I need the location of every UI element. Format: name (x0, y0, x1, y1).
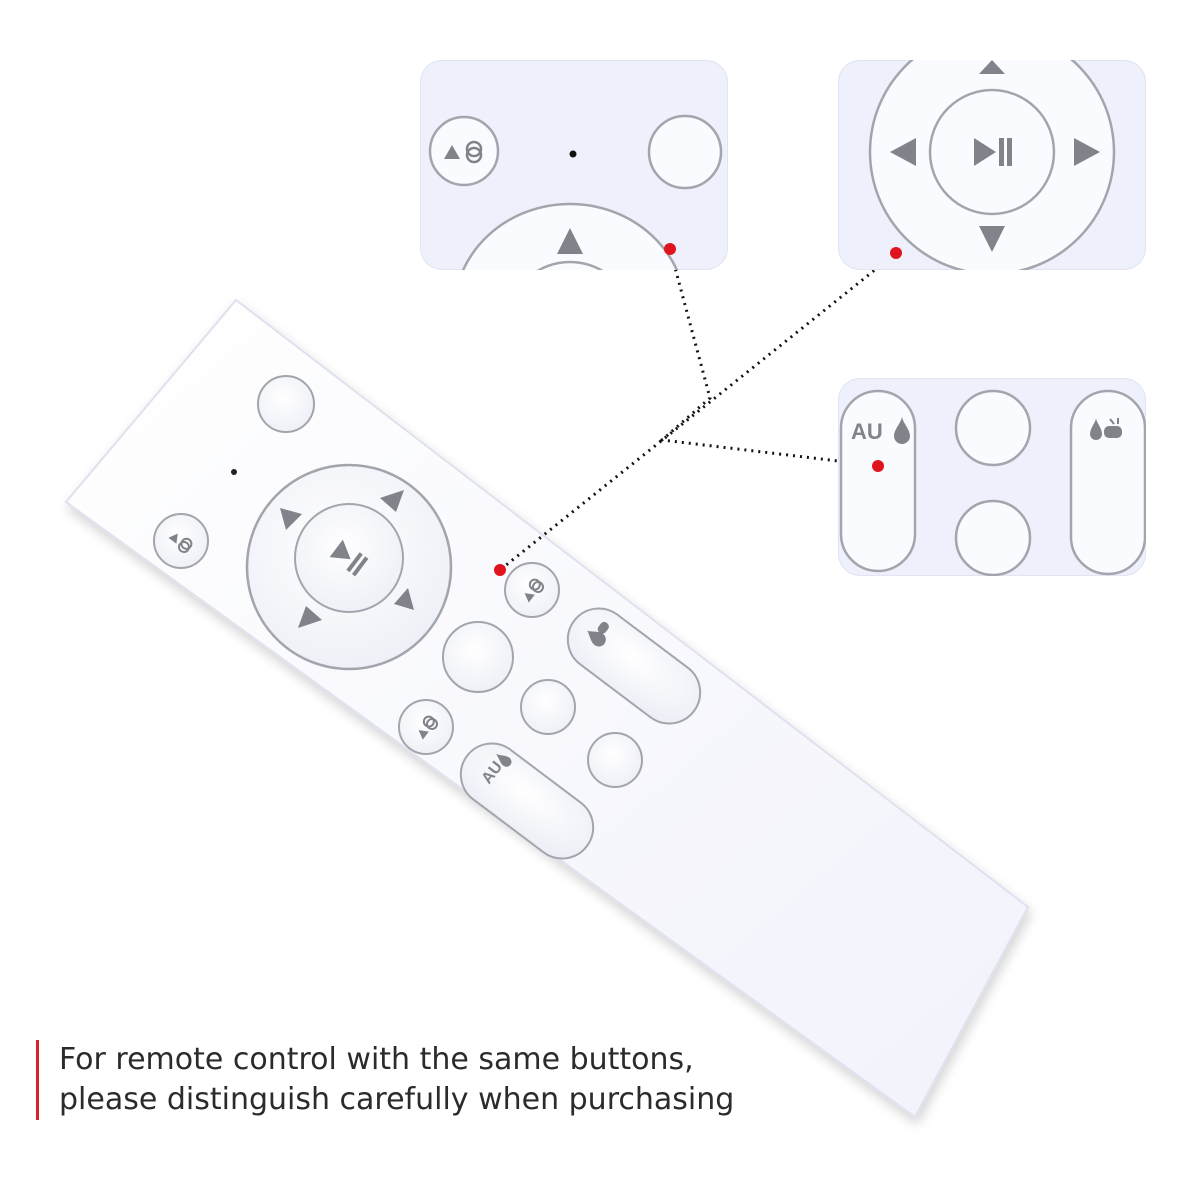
zoom-round-button-upper[interactable] (954, 389, 1032, 467)
zoom-dpad-partial[interactable] (454, 202, 686, 270)
zoom-mist-touch-button[interactable] (1069, 389, 1146, 576)
red-marker-panel-3 (872, 460, 884, 472)
arrow-down-left-icon (298, 606, 322, 628)
arrow-up-left-icon (280, 508, 302, 530)
zoom-light-toggle-button[interactable] (428, 115, 500, 187)
light-toggle-icon (444, 140, 483, 164)
play-pause-icon (974, 138, 1012, 166)
zoom-auto-mist-button[interactable]: AU (839, 389, 917, 573)
remote-light-toggle-button[interactable] (153, 513, 209, 569)
remote-round-button-a[interactable] (442, 621, 514, 693)
remote-round-button-b[interactable] (520, 679, 576, 735)
remote-auto-mist-button[interactable]: AU (448, 731, 605, 871)
red-marker-panel-2 (890, 247, 902, 259)
zoom-round-button[interactable] (647, 114, 723, 190)
remote-light-toggle-button-3[interactable] (398, 699, 454, 755)
zoom-dpad[interactable] (868, 60, 1116, 270)
arrow-left-icon (890, 138, 916, 166)
red-marker-panel-1 (664, 243, 676, 255)
arrow-up-right-icon (380, 490, 404, 512)
remote-round-button-top[interactable] (257, 375, 315, 433)
arrow-up-icon (557, 228, 583, 254)
mist-touch-icon (1090, 418, 1122, 440)
arrow-down-right-icon (394, 588, 414, 610)
svg-text:AU: AU (851, 419, 883, 444)
remote-dpad[interactable] (245, 463, 453, 671)
leader-lines (499, 248, 897, 572)
zoom-panel-dpad (838, 60, 1146, 270)
caption-line-2: please distinguish carefully when purcha… (59, 1082, 735, 1117)
arrow-down-icon (979, 226, 1005, 252)
remote-mist-touch-button[interactable] (555, 596, 712, 736)
arrow-right-icon (1074, 138, 1100, 166)
zoom-round-button-lower[interactable] (954, 499, 1032, 576)
zoom-indicator-led (569, 150, 577, 158)
caption-line-1: For remote control with the same buttons… (59, 1042, 694, 1077)
red-marker-remote (494, 564, 506, 576)
zoom-panel-mist-buttons: AU (838, 378, 1146, 576)
play-pause-icon (329, 539, 369, 577)
remote-round-button-c[interactable] (587, 732, 643, 788)
auto-mist-icon: AU (851, 416, 910, 444)
light-toggle-icon (168, 533, 193, 554)
remote-light-toggle-button-2[interactable] (504, 562, 560, 618)
caption-note: For remote control with the same buttons… (36, 1040, 959, 1120)
indicator-led (231, 469, 237, 475)
mist-touch-icon (586, 621, 609, 647)
arrow-up-icon (979, 60, 1005, 74)
zoom-panel-top-buttons (420, 60, 728, 270)
